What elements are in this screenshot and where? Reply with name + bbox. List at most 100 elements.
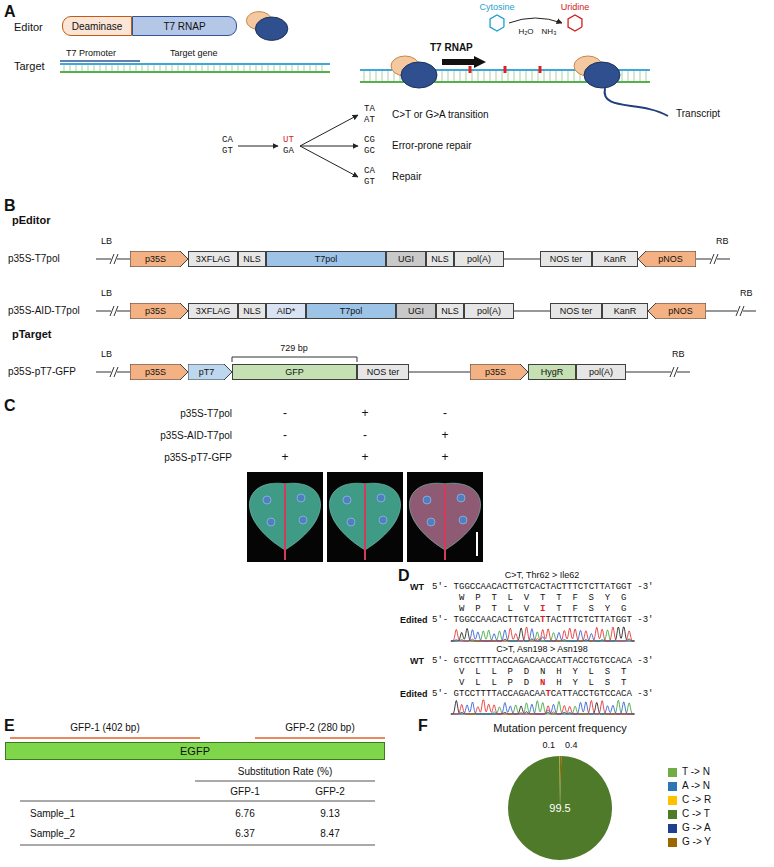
amino-acid-row: V L L P D N H Y L S T — [432, 667, 626, 678]
chromatogram-trace — [451, 700, 635, 714]
table-cell: 8.47 — [320, 828, 339, 840]
polymerase-box: T7pol — [306, 303, 396, 319]
base-pair-tick — [574, 71, 575, 81]
break-mark — [740, 306, 744, 316]
promoter-arrow: pNOS — [648, 303, 706, 319]
chart-title: Mutation percent frequency — [493, 722, 626, 735]
scale-bar — [476, 532, 478, 556]
base-pair-tick — [208, 65, 209, 71]
base-pair-tick — [460, 71, 461, 81]
promoter-mark — [60, 60, 140, 62]
polymerase-shape — [401, 62, 437, 88]
break-mark — [110, 254, 114, 264]
border-label: RB — [716, 236, 729, 247]
chromatogram-trace — [451, 627, 635, 641]
break-mark — [114, 254, 118, 264]
base-pair-tick — [568, 71, 569, 81]
base-pair-tick — [244, 65, 245, 71]
infiltration-spot — [457, 494, 465, 502]
base-pair-tick — [448, 71, 449, 81]
table-row-label: Sample_1 — [30, 808, 75, 820]
legend-swatch — [668, 796, 677, 805]
table-cell: + — [281, 450, 288, 464]
table-cell: - — [283, 406, 287, 420]
node-text: GFP — [285, 367, 304, 377]
nls-box: NLS — [238, 303, 266, 319]
outcome-arrow — [300, 115, 358, 146]
base-pair-tick — [250, 65, 251, 71]
break-mark — [670, 367, 674, 377]
amino-acids: H Y L S T — [556, 678, 626, 689]
leaf-midrib — [444, 484, 446, 560]
dna-sequence: 5'- TGGCCAACACTTGTCACTACTTTCTCTTATGGT -3… — [432, 582, 653, 593]
node-text: pol(A) — [467, 254, 491, 264]
edited-base — [469, 66, 472, 73]
base-pair: TA — [364, 104, 375, 115]
sequence-row: 5'- TGGCCAACACTTGTCATTACTTTCTCTTATGGT -3… — [432, 615, 653, 626]
node-text: p35S — [485, 367, 506, 377]
base-pair: GA — [283, 146, 294, 157]
sequence-tag: WT — [410, 656, 424, 667]
infiltration-spot — [297, 494, 305, 502]
break-mark — [110, 367, 114, 377]
base-pair-tick — [496, 71, 497, 81]
base-pair-tick — [124, 65, 125, 71]
dna-sequence: T — [545, 689, 550, 700]
base-pair-tick — [130, 65, 131, 71]
base-pair-tick — [544, 71, 545, 81]
outcome-arrow — [300, 146, 358, 177]
break-mark — [674, 367, 678, 377]
base-pair-tick — [160, 65, 161, 71]
legend-swatch — [668, 824, 677, 833]
base-pair-tick — [526, 71, 527, 81]
panel-letter: B — [4, 196, 16, 215]
amplicon-label: GFP-2 (280 bp) — [285, 722, 354, 734]
panel-letter: F — [418, 716, 428, 735]
dna-sequence: CATTACCTGTCCACA -3' — [551, 689, 654, 700]
leaf-midrib — [364, 484, 366, 560]
amplicon-range — [10, 737, 200, 739]
tag-box: 3XFLAG — [188, 251, 238, 267]
sequence-tag: Edited — [400, 689, 428, 700]
break-mark — [736, 306, 740, 316]
egfp-bar: EGFP — [5, 742, 385, 760]
leaf-photo-ground — [247, 472, 323, 562]
legend-swatch — [668, 810, 677, 819]
amino-acids: V L L P D — [459, 678, 529, 689]
table-rule — [20, 845, 375, 846]
chromatogram-trace — [451, 630, 635, 641]
panel-letter: E — [4, 716, 15, 735]
amino-acids: V L L P D N H Y L S T — [459, 667, 626, 678]
polymerase-shape — [255, 17, 287, 40]
base-pair-tick — [622, 71, 623, 81]
node-text: HygR — [541, 367, 564, 377]
amplicon-label: GFP-1 (402 bp) — [70, 722, 139, 734]
marker-box: KanR — [592, 251, 638, 267]
base-pair-tick — [490, 71, 491, 81]
construct-name: p35S-AID-T7pol — [8, 305, 80, 317]
table-cell: 6.37 — [235, 828, 254, 840]
amino-acids: I — [540, 604, 545, 615]
length-bracket — [232, 357, 357, 362]
dna-sequence: 5'- TGGCCAACACTTGTCA — [432, 615, 540, 626]
step-arrow — [238, 146, 278, 147]
node-text: NLS — [431, 254, 449, 264]
base-pair-tick — [322, 65, 323, 71]
deaminase-domain: Deaminase — [62, 16, 132, 36]
base-pair-tick — [532, 71, 533, 81]
tag-box: 3XFLAG — [188, 303, 238, 319]
base-pair-tick — [562, 71, 563, 81]
polya-box: pol(A) — [464, 303, 514, 319]
base-pair-tick — [484, 71, 485, 81]
amino-acid-row: W P T L VIT F S Y G — [432, 604, 626, 615]
legend-swatch — [668, 838, 677, 847]
molecule-label: Uridine — [561, 2, 590, 13]
base-pair-tick — [310, 65, 311, 71]
border-label: LB — [101, 288, 112, 299]
base-pair: CA — [222, 135, 233, 146]
node-text: T7pol — [340, 306, 363, 316]
base-pair-tick — [118, 65, 119, 71]
base-pair-tick — [178, 65, 179, 71]
node-text: KanR — [614, 306, 637, 316]
pyrimidine-ring — [568, 15, 582, 31]
